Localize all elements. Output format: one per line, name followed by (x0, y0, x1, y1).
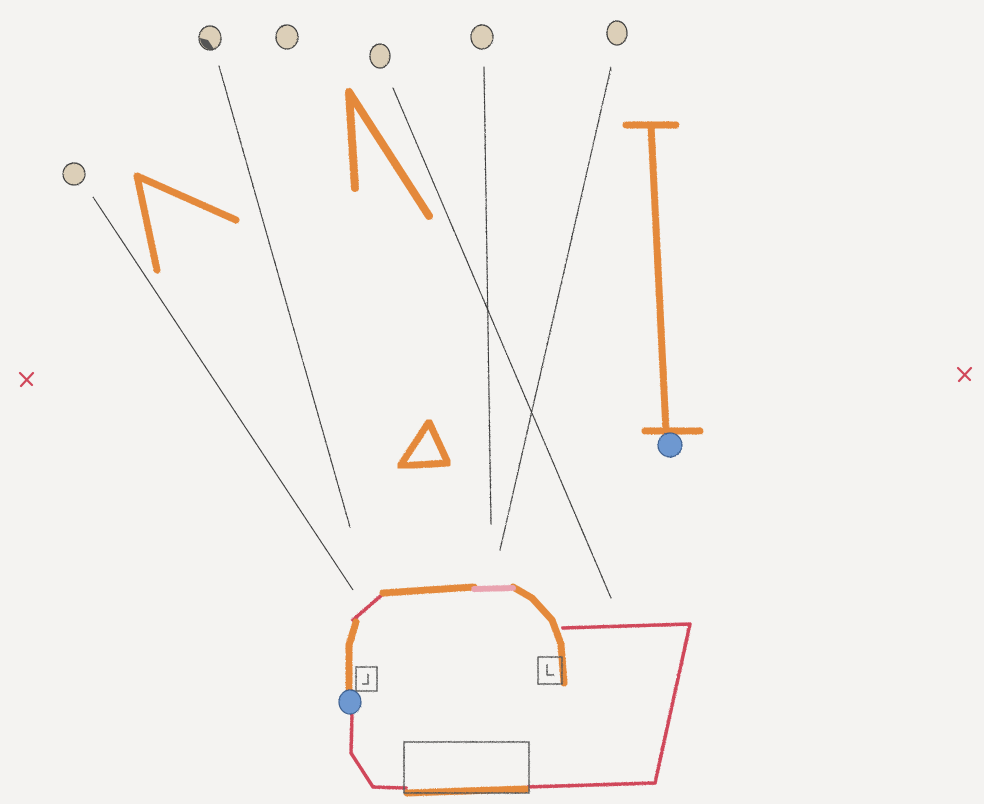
blue-marker-icon (339, 690, 361, 714)
spot-marker-icon (276, 25, 298, 49)
blue-marker-icon (658, 433, 682, 457)
spot-marker-icon (471, 25, 493, 49)
spot-marker-icon (370, 44, 390, 68)
room-doorway (474, 588, 513, 589)
spot-marker-icon (607, 21, 627, 45)
spot-marker-icon (63, 163, 85, 185)
